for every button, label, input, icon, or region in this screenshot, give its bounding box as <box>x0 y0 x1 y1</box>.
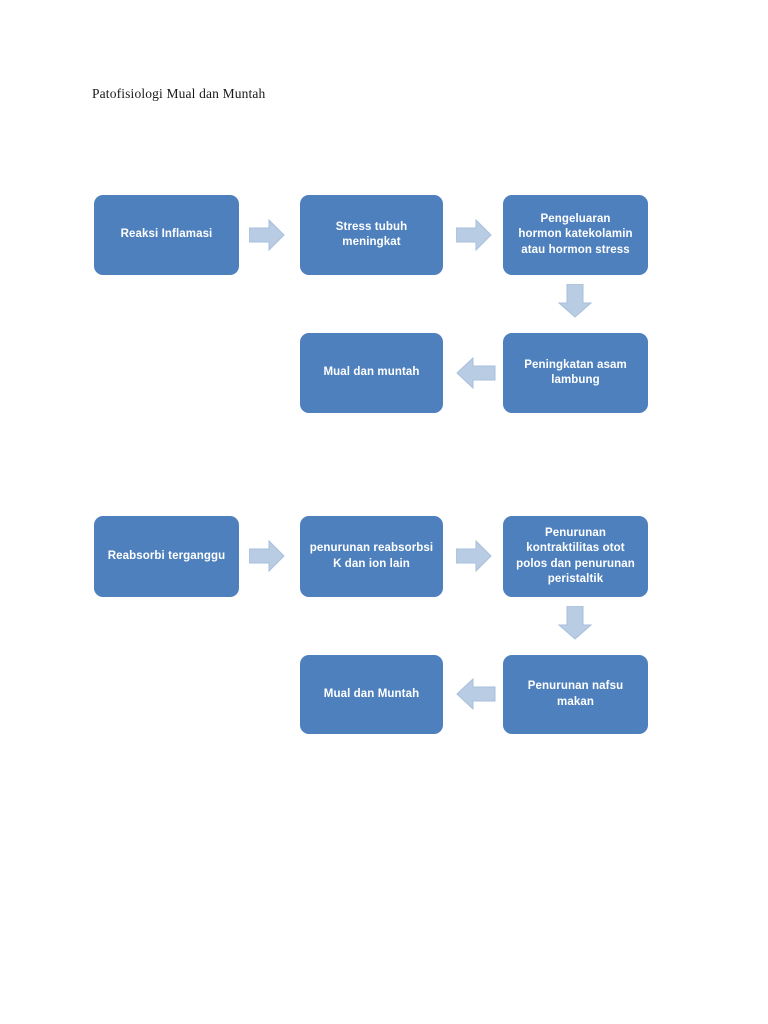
flow-node-pengeluaran-hormon[interactable]: Pengeluaran hormon katekolamin atau horm… <box>503 195 648 275</box>
arrow-right-reabsorbi-to-penurunan <box>249 540 285 572</box>
flow-node-reabsorbi-terganggu[interactable]: Reabsorbi terganggu <box>94 516 239 597</box>
flow-node-label: Mual dan Muntah <box>323 687 420 700</box>
arrow-right-inflamasi-to-stress <box>249 219 285 251</box>
flow-node-label: Pengeluaran hormon katekolamin atau horm… <box>518 213 633 256</box>
page-title: Patofisiologi Mual dan Muntah <box>92 86 266 101</box>
flow-node-label: Penurunan nafsu makan <box>527 680 624 708</box>
arrow-right-penurunan-to-kontraktilitas <box>456 540 492 572</box>
flow-node-mual-dan-muntah-2[interactable]: Mual dan Muntah <box>300 655 443 734</box>
arrow-down-kontraktilitas-to-nafsu <box>557 606 593 640</box>
flow-node-label: Penurunan kontraktilitas otot polos dan … <box>516 527 635 585</box>
flow-node-penurunan-nafsu-makan[interactable]: Penurunan nafsu makan <box>503 655 648 734</box>
arrow-left-asam-lambung-to-mual <box>456 357 496 389</box>
arrow-down-hormon-to-asam-lambung <box>557 284 593 318</box>
flow-node-label: penurunan reabsorbsi K dan ion lain <box>309 542 434 570</box>
flow-node-label: Stress tubuh meningkat <box>335 220 408 248</box>
flow-node-mual-dan-muntah-1[interactable]: Mual dan muntah <box>300 333 443 413</box>
arrow-right-stress-to-hormon <box>456 219 492 251</box>
flow-node-peningkatan-asam-lambung[interactable]: Peningkatan asam lambung <box>503 333 648 413</box>
flow-node-label: Reaksi Inflamasi <box>120 228 213 241</box>
flow-node-penurunan-kontraktilitas[interactable]: Penurunan kontraktilitas otot polos dan … <box>503 516 648 597</box>
flow-node-label: Mual dan muntah <box>323 366 420 379</box>
flow-node-label: Peningkatan asam lambung <box>524 358 627 386</box>
flow-node-stress-tubuh-meningkat[interactable]: Stress tubuh meningkat <box>300 195 443 275</box>
flow-node-penurunan-reabsorbsi[interactable]: penurunan reabsorbsi K dan ion lain <box>300 516 443 597</box>
flow-node-label: Reabsorbi terganggu <box>107 549 226 562</box>
arrow-left-nafsu-to-mual <box>456 678 496 710</box>
flow-node-reaksi-inflamasi[interactable]: Reaksi Inflamasi <box>94 195 239 275</box>
